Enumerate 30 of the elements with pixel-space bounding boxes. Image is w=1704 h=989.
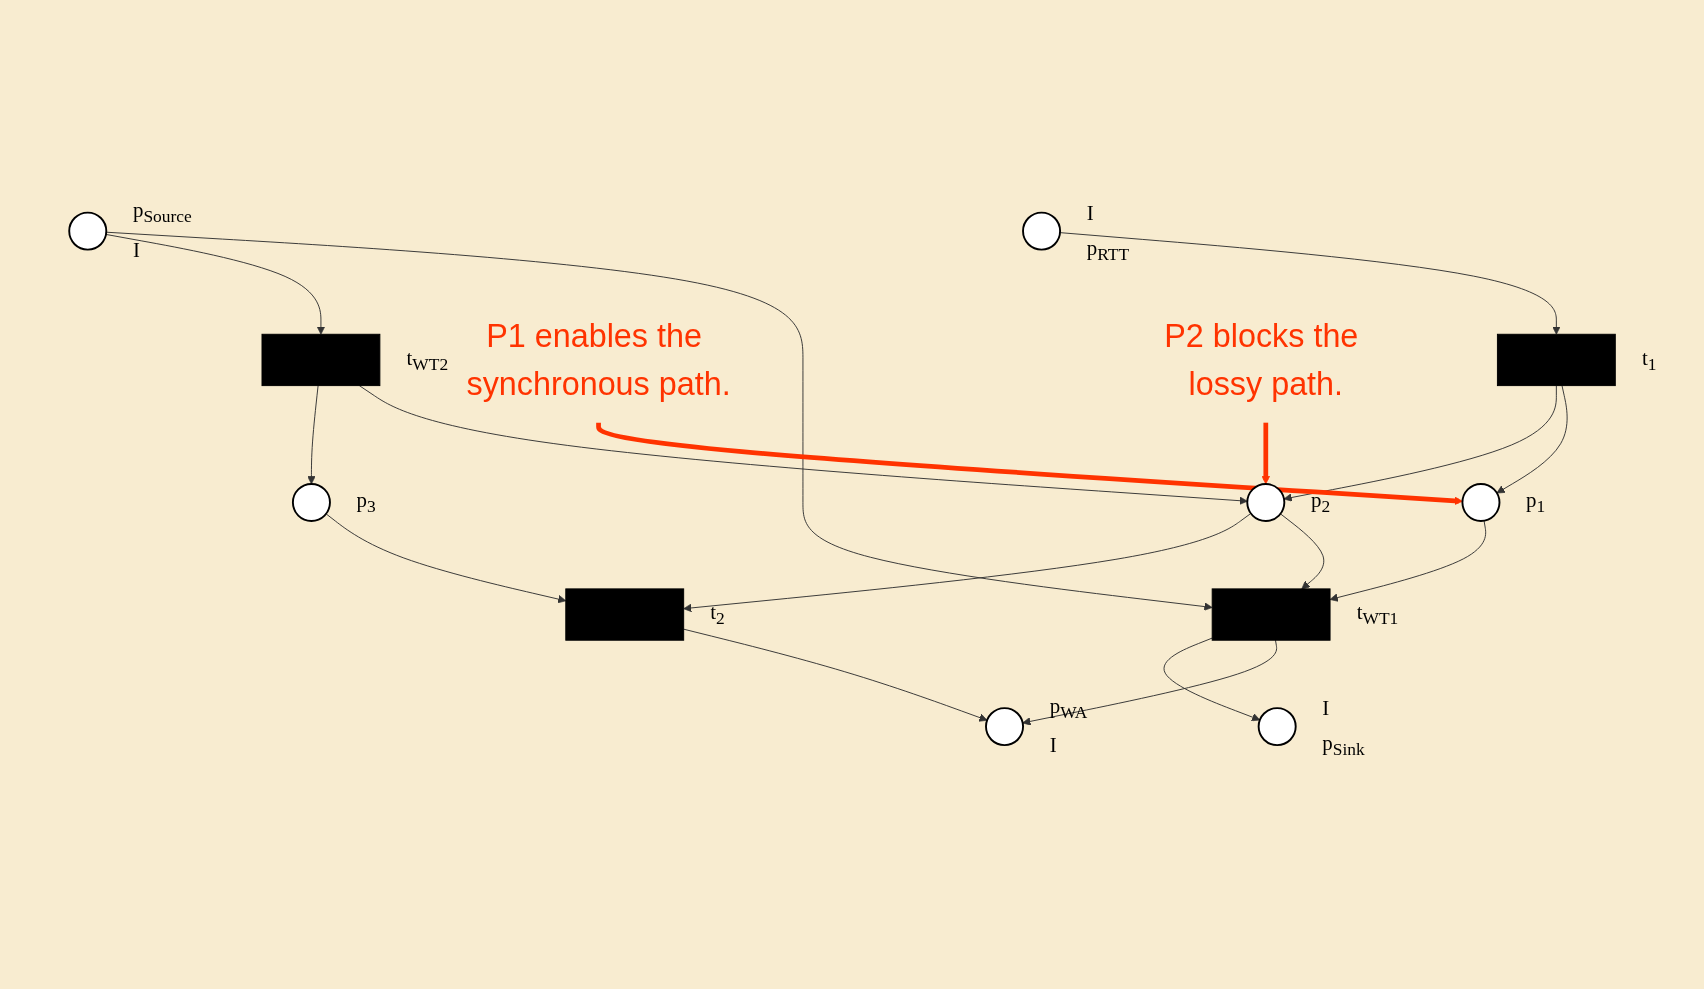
node-label: I xyxy=(1049,733,1057,758)
node-circle xyxy=(1246,483,1286,522)
node-label: p$_{2}$ xyxy=(1310,488,1331,517)
node-circle xyxy=(291,483,331,522)
node-label: t$_{2}$ xyxy=(710,600,725,629)
node-label: I xyxy=(1322,696,1330,720)
node-label: p$_{Sink}$ xyxy=(1322,731,1365,759)
node-label: p$_{RTT}$ xyxy=(1086,235,1130,264)
node-label: p$_{1}$ xyxy=(1526,488,1546,517)
node-bar xyxy=(1496,333,1616,387)
node-label: I xyxy=(1086,200,1094,225)
node-label: p$_{Source}$ xyxy=(132,198,192,227)
node-label: I xyxy=(132,237,140,262)
node-label: t$_{1}$ xyxy=(1641,345,1657,374)
node-circle xyxy=(68,211,108,251)
node-label: t$_{WT2}$ xyxy=(406,345,449,374)
node-label: p$_{WA}$ xyxy=(1049,693,1088,722)
node-text: P1 enables the synchronous path. xyxy=(466,317,731,402)
node-label: p$_{3}$ xyxy=(356,488,376,517)
node-circle xyxy=(1461,483,1501,522)
node-bar xyxy=(565,588,685,641)
node-circle xyxy=(985,707,1024,747)
node-bar xyxy=(1211,588,1331,641)
node-text: P2 blocks the lossy path. xyxy=(1164,317,1359,402)
node-label: t$_{WT1}$ xyxy=(1356,600,1399,629)
arrow xyxy=(596,421,1463,505)
node-bar xyxy=(261,333,381,387)
node-circle xyxy=(1022,211,1062,251)
arrow xyxy=(1261,422,1270,485)
node-circle xyxy=(1257,707,1297,747)
